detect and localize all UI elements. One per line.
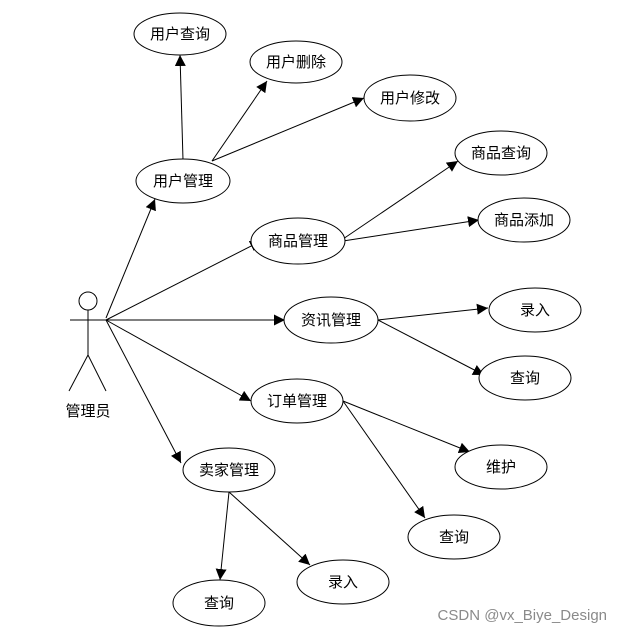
edge-seller-mgmt-query bbox=[215, 491, 230, 581]
use-case-news-query-label: 查询 bbox=[510, 369, 540, 387]
use-case-seller-entry-label: 录入 bbox=[328, 573, 358, 591]
use-case-user-delete-label: 用户删除 bbox=[266, 53, 326, 71]
edge-seller-mgmt-entry bbox=[228, 491, 311, 566]
use-case-goods-query bbox=[454, 130, 548, 176]
use-case-goods-add bbox=[477, 197, 571, 243]
edge-user-mgmt-query bbox=[174, 54, 186, 161]
use-case-order-mgmt bbox=[250, 378, 344, 424]
use-case-seller-mgmt bbox=[182, 447, 276, 493]
edge-actor-user-mgmt bbox=[105, 198, 156, 319]
edge-goods-mgmt-add bbox=[342, 216, 480, 242]
use-case-news-query bbox=[478, 355, 572, 401]
actor-left-leg bbox=[68, 354, 89, 392]
use-case-goods-mgmt-label: 商品管理 bbox=[268, 232, 328, 250]
actor-head bbox=[78, 291, 98, 311]
use-case-seller-mgmt-label: 卖家管理 bbox=[199, 461, 259, 479]
use-case-user-query bbox=[133, 12, 227, 56]
use-case-seller-entry bbox=[296, 559, 390, 605]
use-case-user-edit-label: 用户修改 bbox=[380, 89, 440, 107]
use-case-order-query-label: 查询 bbox=[439, 528, 469, 546]
use-case-news-mgmt bbox=[283, 296, 379, 344]
use-case-order-maintain bbox=[454, 444, 548, 490]
use-case-seller-query-label: 查询 bbox=[204, 594, 234, 612]
use-case-user-mgmt-label: 用户管理 bbox=[153, 172, 213, 190]
use-case-order-mgmt-label: 订单管理 bbox=[267, 392, 327, 410]
use-case-user-query-label: 用户查询 bbox=[150, 25, 210, 43]
use-case-goods-add-label: 商品添加 bbox=[494, 211, 554, 229]
actor-label: 管理员 bbox=[65, 402, 110, 420]
use-case-goods-query-label: 商品查询 bbox=[471, 144, 531, 162]
use-case-order-query bbox=[407, 514, 501, 560]
use-case-news-mgmt-label: 资讯管理 bbox=[301, 311, 361, 329]
use-case-user-delete bbox=[249, 40, 343, 84]
edge-user-mgmt-delete bbox=[211, 80, 268, 162]
edge-order-mgmt-query bbox=[342, 400, 426, 519]
connectors bbox=[105, 54, 489, 581]
actor-admin bbox=[68, 291, 107, 392]
use-case-news-entry bbox=[488, 287, 582, 333]
edge-actor-seller-mgmt bbox=[105, 319, 182, 464]
edge-actor-goods-mgmt bbox=[105, 240, 262, 321]
use-case-user-mgmt bbox=[135, 158, 231, 204]
use-case-user-edit bbox=[363, 74, 457, 122]
edge-actor-order-mgmt bbox=[105, 319, 252, 402]
watermark: CSDN @vx_Biye_Design bbox=[438, 607, 607, 624]
edge-news-mgmt-query bbox=[377, 319, 485, 376]
edge-news-mgmt-entry bbox=[377, 303, 489, 321]
use-case-seller-query bbox=[172, 579, 266, 627]
edge-order-mgmt-maintain bbox=[342, 400, 471, 454]
actor-right-leg bbox=[87, 354, 107, 392]
use-case-order-maintain-label: 维护 bbox=[486, 458, 516, 476]
use-case-news-entry-label: 录入 bbox=[520, 301, 550, 319]
use-case-goods-mgmt bbox=[250, 217, 346, 265]
edge-goods-mgmt-query bbox=[342, 160, 459, 240]
edge-user-mgmt-edit bbox=[211, 97, 365, 162]
